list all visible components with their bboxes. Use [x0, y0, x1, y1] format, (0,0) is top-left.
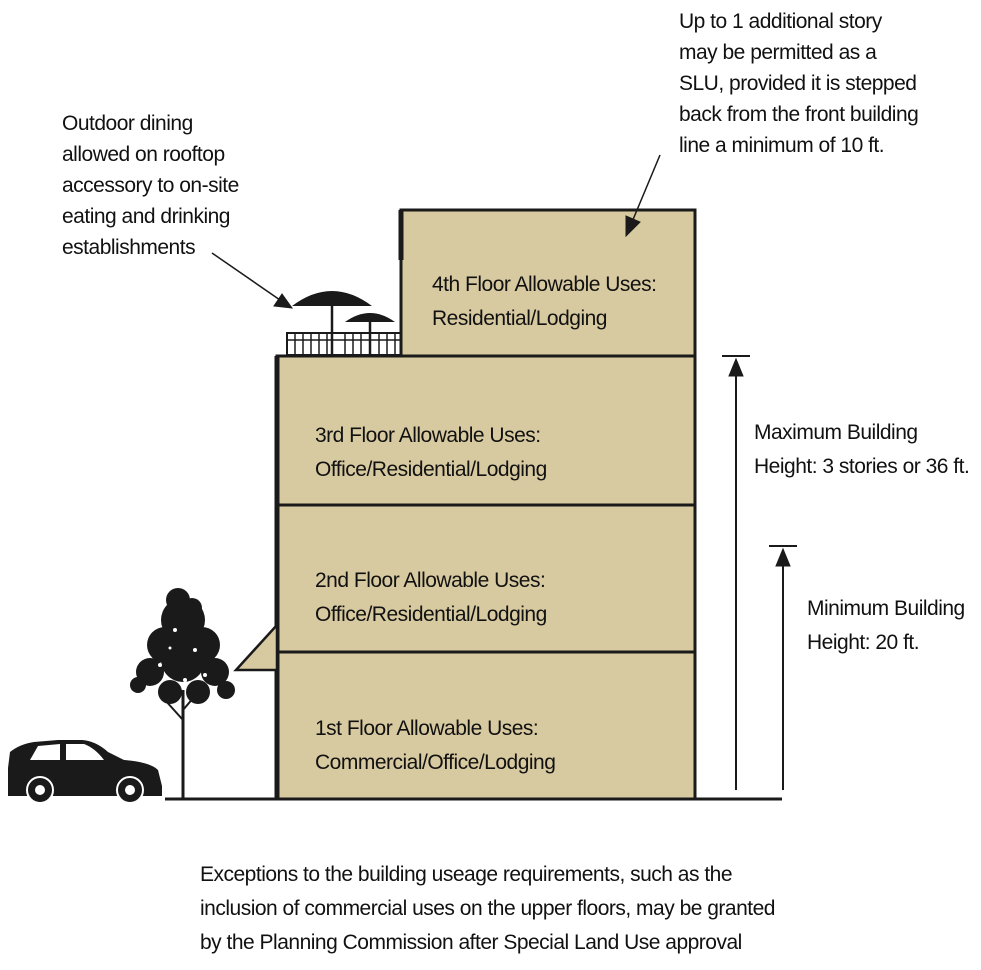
- leader-arrows: [211, 154, 661, 309]
- exceptions-footer: Exceptions to the building useage requir…: [200, 863, 775, 954]
- height-markers: [722, 355, 797, 790]
- additional-story-note: Up to 1 additional story may be permitte…: [679, 10, 919, 157]
- floor-2-label: 2nd Floor Allowable Uses: Office/Residen…: [315, 569, 547, 626]
- tree-icon: [130, 588, 235, 798]
- awning: [233, 621, 279, 672]
- floor-3-label: 3rd Floor Allowable Uses: Office/Residen…: [315, 424, 547, 481]
- rooftop-dining: [286, 291, 402, 356]
- car-icon: [8, 740, 162, 804]
- building: [233, 208, 697, 801]
- floor-4-block: [399, 208, 697, 358]
- maximum-height-note: Maximum Building Height: 3 stories or 36…: [754, 421, 970, 478]
- floor-4-label: 4th Floor Allowable Uses: Residential/Lo…: [432, 273, 657, 330]
- floor-3-block: [275, 354, 697, 507]
- outdoor-dining-note: Outdoor dining allowed on rooftop access…: [62, 112, 239, 259]
- floor-1-label: 1st Floor Allowable Uses: Commercial/Off…: [315, 717, 556, 774]
- floor-1-block: [275, 650, 697, 801]
- floor-2-block: [275, 503, 697, 654]
- minimum-height-note: Minimum Building Height: 20 ft.: [807, 597, 965, 654]
